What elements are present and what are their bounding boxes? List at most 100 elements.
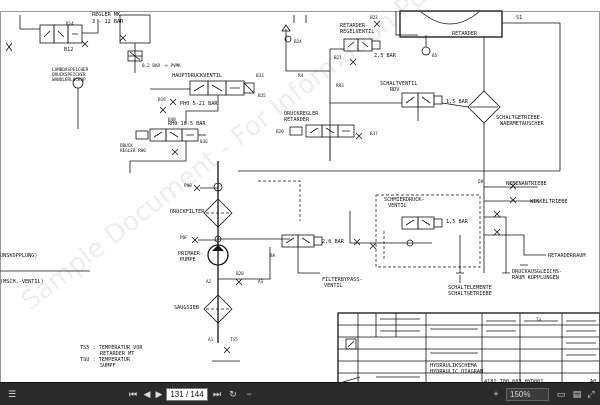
fullscreen-icon[interactable]: ⤢	[587, 389, 595, 399]
fit-width-icon[interactable]: ▤	[572, 389, 582, 399]
label-b20: B20	[276, 129, 284, 135]
label-a1: A1	[208, 337, 214, 343]
label-b37: B37	[370, 131, 378, 137]
label-b14: B14	[66, 21, 74, 27]
label-b28: B28	[236, 271, 244, 277]
winkeltriebe: WINKELTRIEBE	[530, 199, 567, 205]
label-b33: B33	[256, 73, 264, 79]
label-s1: S1	[516, 15, 522, 21]
next-page-icon[interactable]: ▶	[155, 389, 163, 399]
label-a3: A3	[258, 279, 264, 285]
schmierdruck-ventil	[401, 216, 443, 230]
schaltventil-rdv-2: RDV	[390, 87, 399, 93]
fit-page-icon[interactable]: ▭	[556, 389, 566, 399]
page-number-input[interactable]: 131 / 144	[166, 388, 208, 401]
label-ba: BA	[270, 253, 276, 259]
ph0-range: PH0 5-21 BAR	[180, 101, 218, 107]
rev-marker: Ta	[536, 317, 542, 323]
schaltventil-rdv-1: SCHALTVENTIL	[380, 81, 417, 87]
pdf-toolbar: ☰ ⏮ ◀ ▶ 131 / 144 ⏭ ↻ − + 150% ▭ ▤ ⤢	[0, 382, 600, 405]
label-b36: B36	[200, 139, 208, 145]
doc-title-1: HYDRAULIKSCHEMA	[430, 363, 478, 369]
bar-2-5: 2,5 BAR	[374, 53, 397, 59]
hauptdruckventil-label: HAUPTDRUCKVENTIL	[172, 73, 222, 79]
label-d8: D8	[478, 179, 484, 185]
zoom-in-icon[interactable]: +	[493, 389, 499, 399]
label-b23: B23	[370, 15, 378, 21]
retarder-regelventil	[343, 38, 381, 52]
filterbypass-1: FILTERBYPASS-	[322, 277, 363, 283]
schaltelemente-2: SCHALTGETRIEBE	[448, 291, 492, 297]
rh0-range: RH0 18-5 BAR	[168, 121, 206, 127]
ts-note-3: TSU : TEMPERATUR	[80, 357, 131, 363]
label-rr3: RR3	[336, 83, 344, 89]
retarderraum: RETARDERRAUM	[548, 253, 585, 259]
label-ph0: PH0	[184, 183, 192, 189]
retarder-label: RETARDER	[452, 31, 478, 37]
schaltgetriebe-waermetauscher-1: SCHALTGETRIEBE-	[496, 115, 543, 121]
title-block	[337, 312, 600, 386]
rotate-icon[interactable]: ↻	[229, 389, 237, 399]
left-cut-2: (MSCH.-VENTIL)	[0, 279, 44, 285]
filterbypass-2: VENTIL	[324, 283, 343, 289]
druckregler-retarder-2: RETARDER	[284, 117, 310, 123]
lambda-text-2: DRUCKSPEICHER	[52, 72, 86, 78]
label-b12: B12	[64, 47, 73, 53]
retarder-box	[399, 10, 503, 38]
schaltelemente-1: SCHALTELEMENTE	[448, 285, 492, 291]
druckregler-retarder-1: DRUCKREGLER	[284, 111, 319, 117]
label-a2: A2	[206, 279, 212, 285]
druckfilter-symbol	[203, 198, 233, 228]
saugsieb-label: SAUGSIEB	[174, 305, 199, 311]
regler-mk-range: 3 - 12 BAR	[92, 19, 124, 25]
druck-regler-rh0-1: DRUCK	[120, 143, 133, 149]
retarder-regelventil-2: REGELVENTIL	[340, 29, 374, 35]
doc-title-2: HYDRAULIC DIAGRAM	[430, 369, 483, 375]
hauptdruckventil	[189, 80, 255, 96]
label-b40: B40	[168, 117, 176, 123]
last-page-icon[interactable]: ⏭	[212, 389, 222, 399]
retarder-regelventil-1: RETARDER-	[340, 23, 368, 29]
sidebar-icon[interactable]: ☰	[7, 389, 17, 399]
druck-regler-rh0	[135, 128, 206, 142]
lambda-text-3: WANDLERLOCKUP	[52, 77, 86, 83]
zoom-select[interactable]: 150%	[506, 388, 549, 401]
schmierdruck-2: VENTIL	[388, 203, 407, 209]
schmierdruck-1: SCHMIERDRUCK-	[384, 197, 425, 203]
left-cut-1: UNSKOPPLUNG)	[0, 253, 37, 259]
bar-2-0: 2,0 BAR	[322, 239, 345, 245]
bar-0-2-pvmk: 0,2 BAR -> PVMK	[142, 63, 181, 69]
schmierdruck-region	[375, 194, 481, 268]
druckfilter-label: DRUCKFILTER	[170, 209, 205, 215]
ts-note-1: TS5 : TEMPERATUR VOR	[80, 345, 143, 351]
first-page-icon[interactable]: ⏮	[128, 389, 138, 399]
regler-mk-label: REGLER MK	[92, 12, 121, 18]
label-pdf: PDF	[180, 235, 188, 241]
label-b5: B5	[432, 53, 438, 59]
prev-page-icon[interactable]: ◀	[143, 389, 151, 399]
label-ts5: TS5	[230, 337, 238, 343]
bar-1-5b: 1,5 BAR	[446, 219, 469, 225]
ts-note-4: SUMPF	[100, 363, 116, 369]
label-b35: B35	[258, 93, 266, 99]
filterbypass-ventil	[281, 234, 323, 248]
primaer-pumpe-1: PRIMAER-	[178, 251, 203, 257]
label-r4: R4	[298, 73, 304, 79]
saugsieb-symbol	[203, 294, 233, 324]
bar-1-5: 1,5 BAR	[446, 99, 469, 105]
druck-regler-rh0-2: REGLER RH0	[120, 148, 146, 154]
druckausgleich-2: RAUM KUPPLUNGEN	[512, 275, 559, 281]
lambda-text-1: LAMBDASPEICHER	[52, 67, 89, 73]
label-b24: B24	[294, 39, 302, 45]
schaltventil-rdv	[401, 92, 443, 108]
label-b21: B21	[334, 55, 342, 61]
regler-mk-valve	[5, 15, 99, 52]
druckausgleich-1: DRUCKAUSGLEICHS-	[512, 269, 562, 275]
schaltgetriebe-waermetauscher-2: WAERMETAUSCHER	[500, 121, 545, 127]
primaer-pumpe-2: PUMPE	[180, 257, 196, 263]
zoom-out-icon[interactable]: −	[246, 389, 252, 399]
label-b19: B19	[158, 97, 166, 103]
nebenantriebe: NEBENANTRIEBE	[506, 181, 547, 187]
ts-note-2: RETARDER MT	[100, 351, 134, 357]
